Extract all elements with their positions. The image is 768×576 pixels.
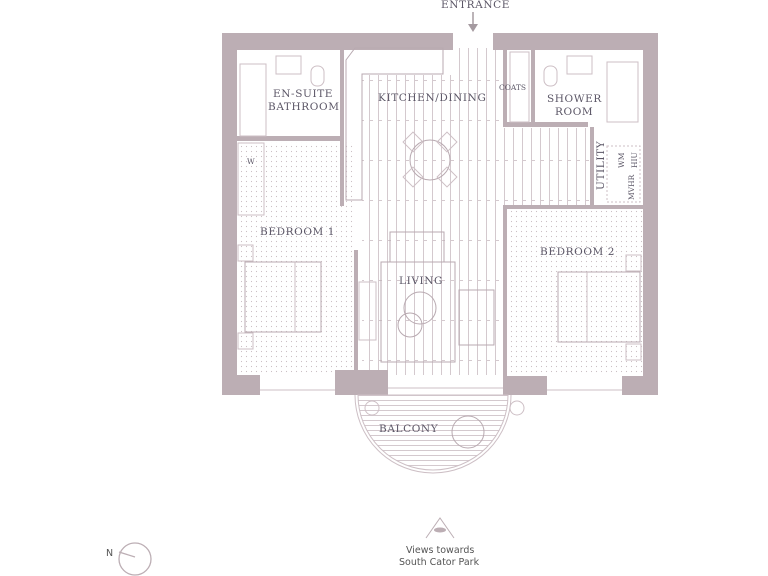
views-caption-line2: South Cator Park (399, 557, 480, 568)
compass-icon (118, 542, 152, 576)
ensuite-label-1: EN-SUITE (273, 88, 333, 100)
bed-bedroom1 (237, 244, 322, 350)
views-caption-line1: Views towards (406, 545, 474, 556)
balcony-label: BALCONY (379, 423, 439, 435)
shower-label-1: SHOWER (547, 93, 602, 105)
bedroom2-label: BEDROOM 2 (540, 246, 615, 258)
toilet-ensuite (310, 65, 325, 87)
compass-north-label: N (106, 548, 113, 559)
side-table (397, 312, 423, 338)
wm-label: WM (617, 152, 626, 168)
ensuite-label-2: BATHROOM (268, 101, 340, 113)
coats-rail (509, 51, 530, 123)
walls (222, 33, 658, 395)
coats-label: COATS (499, 83, 526, 92)
entrance-label: ENTRANCE (441, 0, 510, 11)
bathtub (239, 63, 267, 137)
kitchen-living-floor (362, 75, 503, 375)
hiu-label: HIU (630, 152, 639, 168)
armchair (458, 289, 495, 346)
bedroom2-floor (507, 210, 643, 375)
view-eye-icon (425, 517, 455, 539)
kitchen-label: KITCHEN/DINING (378, 92, 486, 104)
dining-table (402, 131, 458, 188)
utility-label: UTILITY (595, 140, 607, 190)
living-label: LIVING (399, 275, 443, 287)
hall-floor (452, 48, 497, 118)
shower-tray (606, 61, 639, 123)
wardrobe-label: W (247, 157, 255, 166)
basin-ensuite (275, 55, 302, 75)
balcony (354, 394, 525, 474)
toilet-shower (543, 65, 558, 87)
utility-cupboard (606, 145, 641, 203)
coffee-table (403, 291, 437, 325)
entrance-arrow-icon (468, 12, 478, 32)
rug (380, 261, 456, 363)
bedroom1-label: BEDROOM 1 (260, 226, 335, 238)
tv-unit (358, 281, 377, 341)
mvhr-label: MVHR (627, 174, 636, 200)
kitchen-counter (345, 47, 444, 201)
basin-shower (566, 55, 593, 75)
bed-bedroom2 (557, 254, 642, 361)
shower-label-2: ROOM (555, 106, 593, 118)
bedroom1-floor (237, 142, 355, 375)
wardrobe (237, 142, 265, 216)
hallway-floor (500, 128, 590, 208)
